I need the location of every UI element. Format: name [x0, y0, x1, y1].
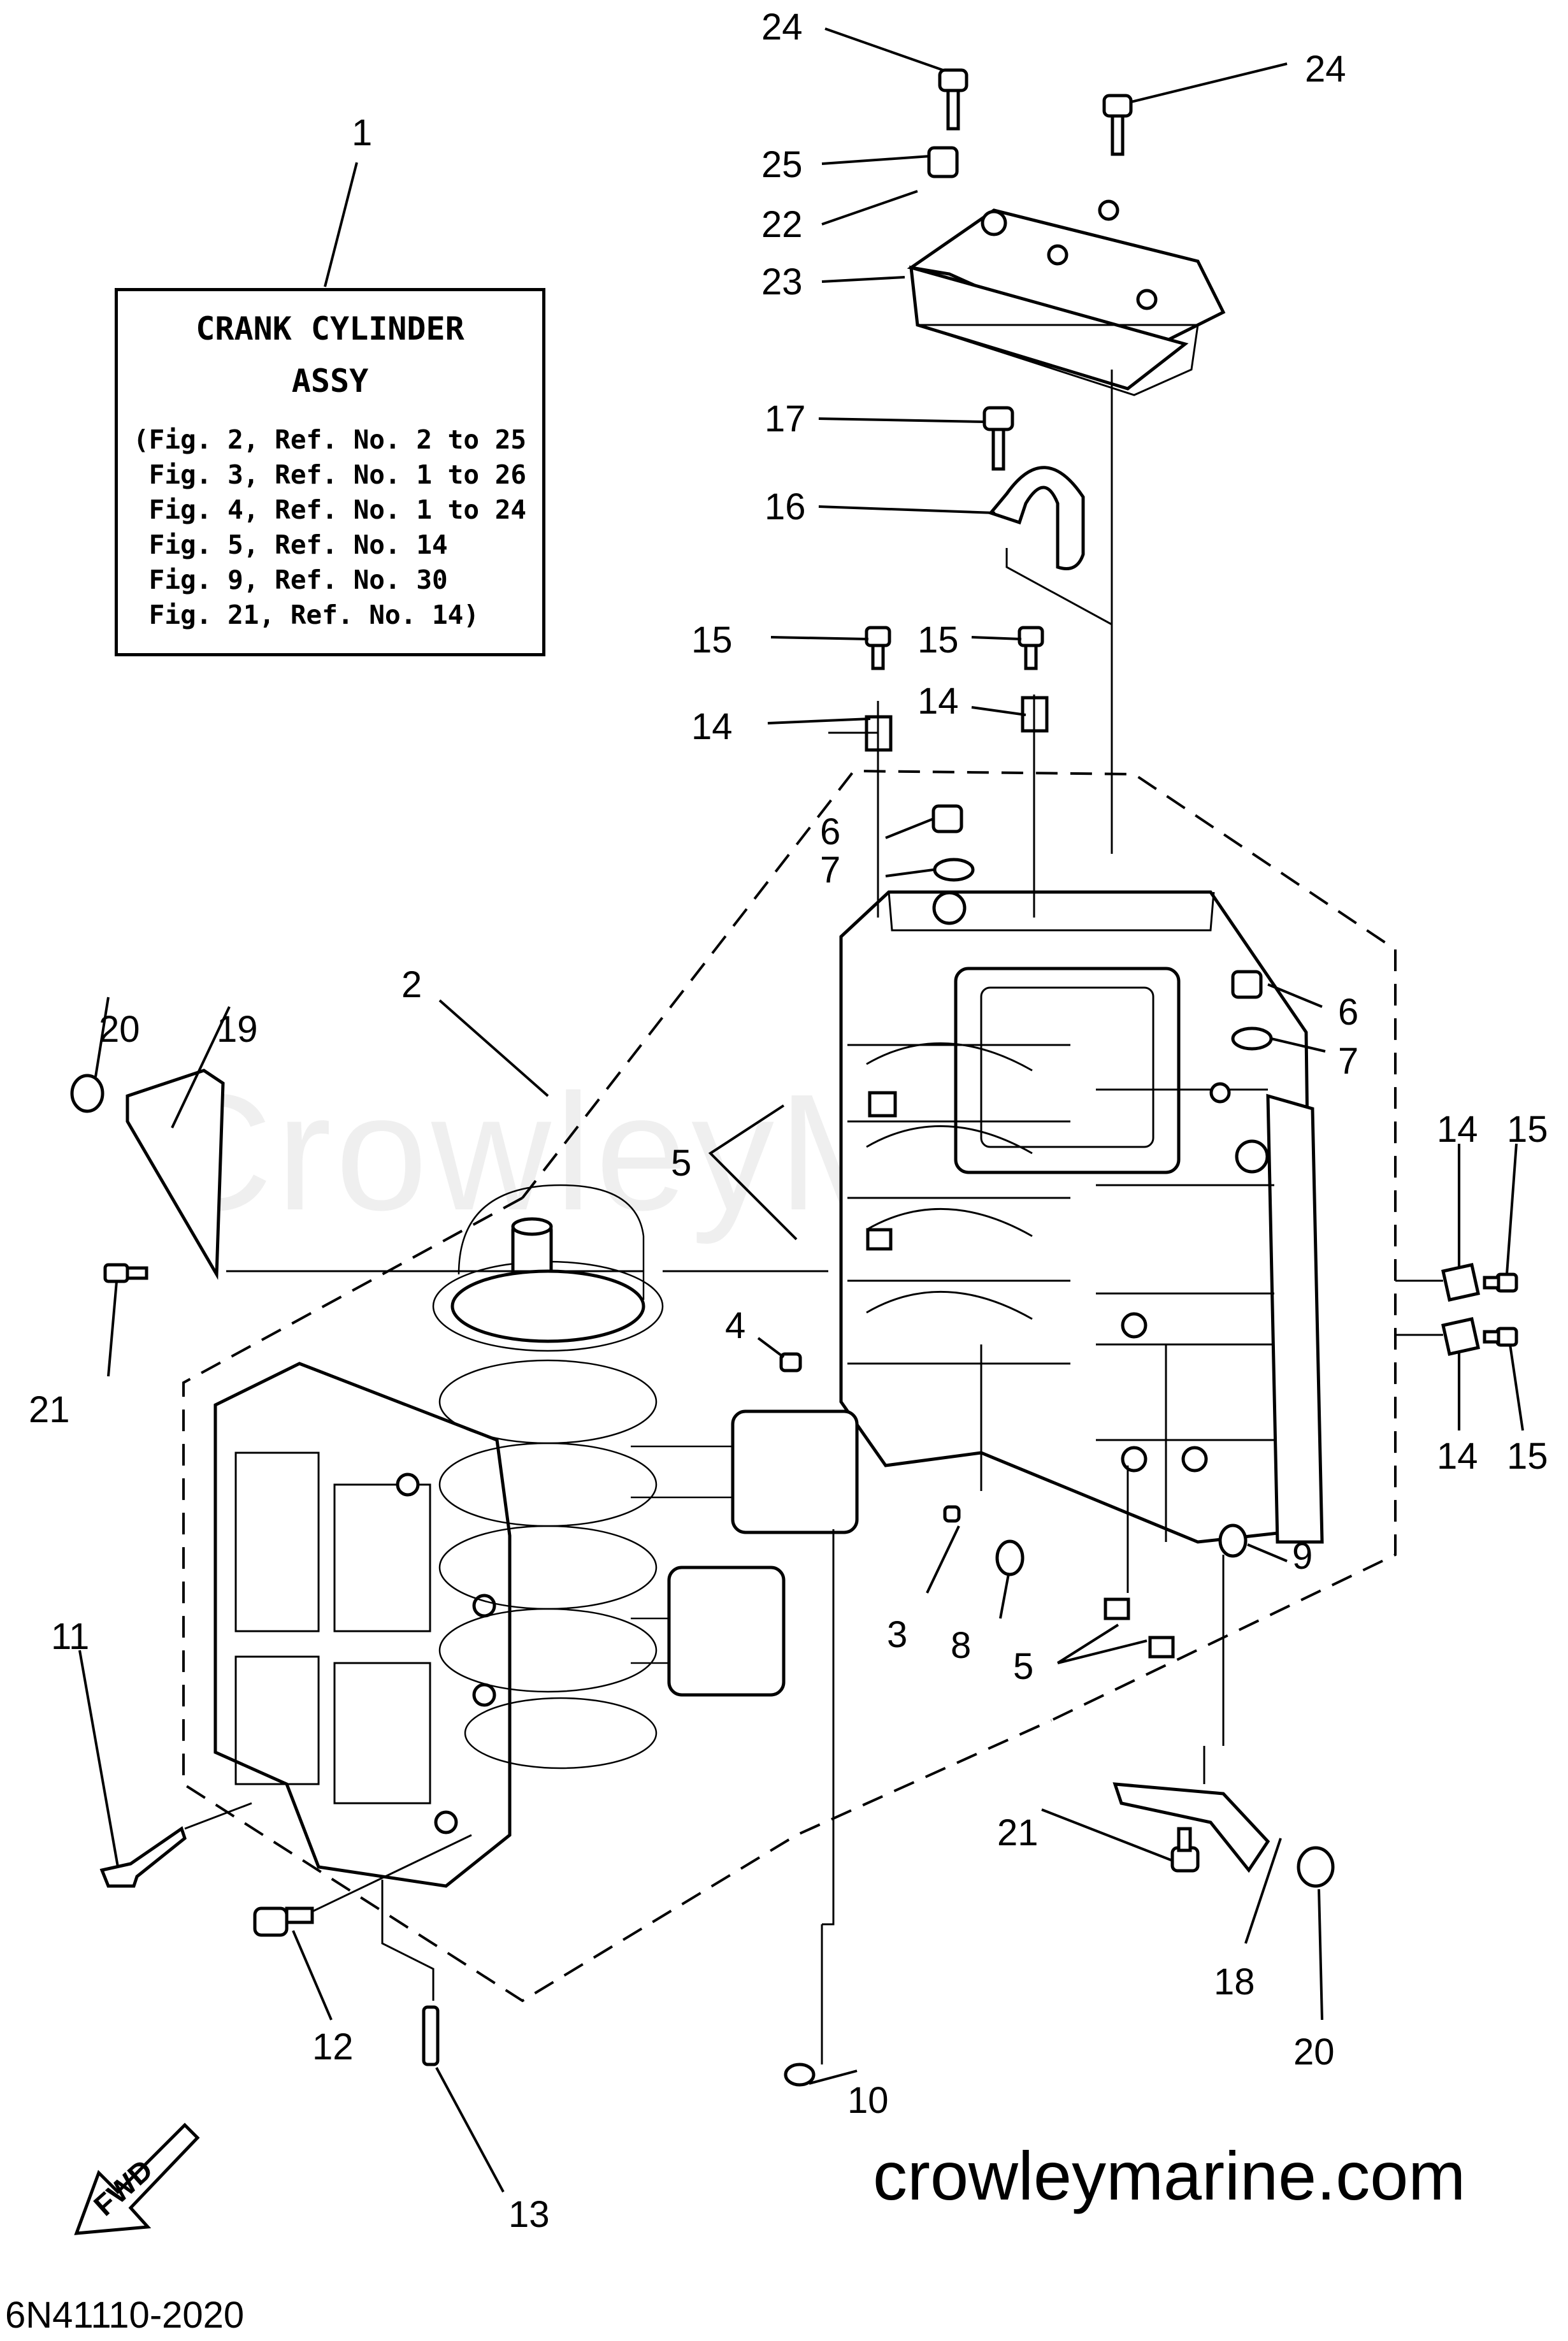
callout-24-left: 24	[761, 6, 803, 48]
callout-14-d: 14	[1437, 1436, 1478, 1477]
callout-25: 25	[761, 144, 803, 185]
assembly-ref-list: (Fig. 2, Ref. No. 2 to 25 Fig. 3, Ref. N…	[133, 422, 526, 633]
assembly-reference-box: CRANK CYLINDER ASSY (Fig. 2, Ref. No. 2 …	[115, 288, 545, 656]
callout-15-a: 15	[691, 619, 733, 661]
callout-15-b: 15	[917, 619, 959, 661]
assembly-ref-item: (Fig. 2, Ref. No. 2 to 25	[133, 424, 527, 455]
callout-5-lower: 5	[1013, 1646, 1033, 1687]
callout-2: 2	[401, 964, 422, 1005]
crankcase	[213, 1362, 512, 1888]
callout-23: 23	[761, 261, 803, 303]
callout-4: 4	[725, 1305, 745, 1346]
callout-14-b: 14	[917, 681, 959, 722]
diagram-code: 6N41110-2020	[5, 2294, 245, 2336]
assembly-boundary-right	[521, 769, 1397, 1722]
assembly-ref-item: Fig. 5, Ref. No. 14	[133, 529, 448, 560]
callout-numbers: 1 2 3 4 5 5 6 6 7 7 8 9 10 11 12 13 14 1…	[29, 6, 1548, 2235]
callout-16: 16	[765, 486, 806, 528]
callout-19: 19	[217, 1009, 258, 1050]
callout-20-left: 20	[99, 1009, 140, 1050]
callout-18: 18	[1214, 1961, 1255, 2003]
callout-12: 12	[312, 2026, 354, 2068]
assembly-ref-item: Fig. 3, Ref. No. 1 to 26	[133, 459, 527, 490]
assembly-ref-item: Fig. 4, Ref. No. 1 to 24	[133, 494, 527, 525]
assembly-ref-item: Fig. 21, Ref. No. 14)	[133, 600, 480, 630]
callout-3: 3	[887, 1614, 907, 1655]
callout-22: 22	[761, 204, 803, 245]
callout-5-upper: 5	[671, 1142, 691, 1184]
callout-6-upper: 6	[820, 811, 840, 853]
bracket-16	[988, 466, 1085, 570]
callout-8: 8	[951, 1625, 971, 1666]
cylinder-body	[839, 890, 1324, 1544]
callout-14-a: 14	[691, 706, 733, 747]
site-url: crowleymarine.com	[873, 2137, 1466, 2214]
callout-21-right: 21	[997, 1812, 1039, 1854]
assembly-title-line2: ASSY	[291, 363, 369, 400]
callout-6-right: 6	[1338, 991, 1358, 1033]
assembly-ref-item: Fig. 9, Ref. No. 30	[133, 565, 448, 595]
callout-17: 17	[765, 398, 806, 440]
callout-7-right: 7	[1338, 1041, 1358, 1082]
callout-10: 10	[847, 2080, 889, 2121]
alignment-lines	[184, 370, 1443, 2064]
bolts	[99, 68, 1518, 2066]
callout-15-c: 15	[1507, 1109, 1548, 1150]
small-parts	[70, 146, 1480, 2087]
assembly-boundary-left	[182, 1197, 1052, 2003]
callout-7-upper: 7	[820, 849, 840, 891]
callout-20-right: 20	[1293, 2031, 1335, 2073]
assembly-title-line1: CRANK CYLINDER	[196, 310, 464, 347]
callout-21-left: 21	[29, 1389, 70, 1430]
callout-11: 11	[51, 1616, 89, 1657]
callout-15-d: 15	[1507, 1436, 1548, 1477]
forward-arrow: FWD	[74, 2122, 200, 2235]
callout-9: 9	[1292, 1536, 1313, 1577]
leader-lines	[78, 27, 1524, 2193]
cover-and-gasket	[907, 199, 1226, 396]
callout-1: 1	[352, 112, 372, 154]
callout-24-right: 24	[1305, 48, 1346, 90]
callout-14-c: 14	[1437, 1109, 1478, 1150]
crankshaft-outline	[432, 1184, 859, 1769]
callout-13: 13	[508, 2194, 550, 2235]
